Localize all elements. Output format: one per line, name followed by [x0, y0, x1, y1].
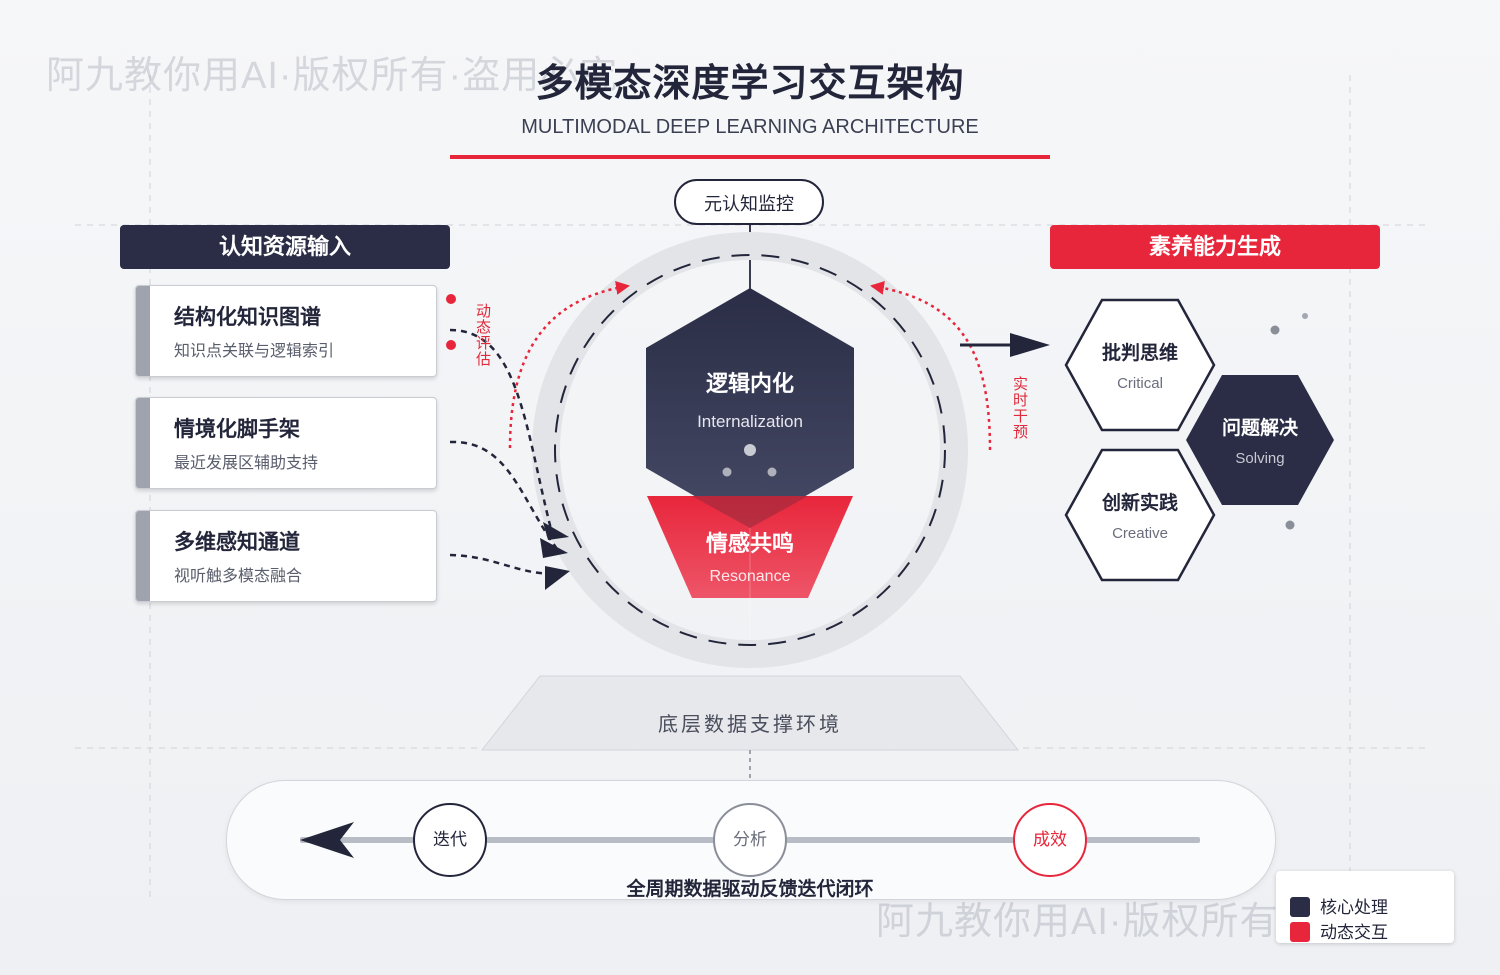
legend-swatch	[1290, 897, 1310, 917]
intervene-label: 实时干预	[1011, 376, 1028, 440]
card-accent	[136, 286, 150, 376]
critical-title: 批判思维	[1101, 343, 1178, 364]
intervene-arc	[870, 280, 992, 451]
creative-subtitle: Creative	[1112, 525, 1168, 542]
deco-dot	[1302, 313, 1308, 319]
pipeline-arrowhead	[300, 822, 354, 858]
eval-dot	[446, 294, 456, 304]
input-card: 情境化脚手架 最近发展区辅助支持	[135, 397, 437, 489]
input-arrows	[449, 328, 569, 575]
card-subtitle: 知识点关联与逻辑索引	[174, 343, 335, 360]
base-label: 底层数据支撑环境	[658, 714, 842, 736]
right-header: 素养能力生成	[1050, 225, 1380, 269]
card-title: 结构化知识图谱	[174, 306, 321, 329]
core-dot	[767, 467, 777, 477]
creative-title: 创新实践	[1101, 493, 1178, 514]
creative-label: 创新实践 Creative	[1070, 488, 1210, 542]
hexagon-critical	[1064, 298, 1216, 432]
hexagon-creative	[1064, 448, 1216, 582]
core-hexagon	[646, 288, 854, 528]
output-arrowhead	[1010, 333, 1050, 357]
page-subtitle: MULTIMODAL DEEP LEARNING ARCHITECTURE	[521, 116, 979, 138]
critical-subtitle: Critical	[1117, 375, 1163, 392]
pipeline-caption: 全周期数据驱动反馈迭代闭环	[626, 879, 874, 900]
watermark: 阿九教你用AI·版权所有·盗用必究	[46, 55, 619, 97]
node-iterate: 迭代	[413, 803, 487, 877]
critical-label: 批判思维 Critical	[1070, 338, 1210, 392]
core-label: 逻辑内化 Internalization	[650, 366, 850, 432]
emotion-title: 情感共鸣	[705, 531, 794, 556]
core-dot	[744, 444, 756, 456]
legend-item-core: 核心处理	[1290, 893, 1388, 918]
hexagon-solving	[1186, 375, 1334, 505]
node-analyze: 分析	[713, 803, 787, 877]
input-card: 结构化知识图谱 知识点关联与逻辑索引	[135, 285, 437, 377]
legend-label: 动态交互	[1320, 923, 1388, 942]
input-card: 多维感知通道 视听触多模态融合	[135, 510, 437, 602]
card-title: 多维感知通道	[174, 531, 300, 554]
eval-dot	[446, 340, 456, 350]
card-title: 情境化脚手架	[174, 418, 300, 441]
legend-item-interaction: 动态交互	[1290, 918, 1388, 943]
input-arrowheads	[540, 522, 570, 590]
page-title: 多模态深度学习交互架构	[535, 63, 965, 105]
node-outcome: 成效	[1013, 803, 1087, 877]
card-accent	[136, 398, 150, 488]
legend: 核心处理 动态交互	[1276, 871, 1454, 943]
core-subtitle: Internalization	[697, 412, 803, 431]
eval-label: 动态评估	[474, 303, 491, 367]
deco-dot	[1285, 520, 1295, 530]
solving-label: 问题解决 Solving	[1190, 413, 1330, 467]
card-subtitle: 视听触多模态融合	[174, 568, 303, 585]
legend-label: 核心处理	[1320, 898, 1388, 917]
core-dot	[722, 467, 732, 477]
card-subtitle: 最近发展区辅助支持	[174, 455, 319, 472]
core-title: 逻辑内化	[705, 371, 794, 396]
emotion-label: 情感共鸣 Resonance	[650, 526, 850, 586]
legend-swatch	[1290, 922, 1310, 942]
eval-arc	[508, 280, 630, 449]
outer-ring	[532, 232, 968, 668]
title-underline	[450, 155, 1050, 159]
card-accent	[136, 511, 150, 601]
dashed-ring	[554, 254, 946, 646]
base-platform	[480, 675, 1020, 751]
solving-title: 问题解决	[1221, 418, 1298, 439]
monitor-pill: 元认知监控	[674, 179, 824, 225]
deco-dot	[1270, 325, 1280, 335]
emotion-subtitle: Resonance	[709, 568, 791, 585]
emotion-trapezoid	[647, 496, 853, 598]
left-header: 认知资源输入	[120, 225, 450, 269]
solving-subtitle: Solving	[1235, 450, 1285, 467]
overlap-shade	[692, 496, 808, 528]
